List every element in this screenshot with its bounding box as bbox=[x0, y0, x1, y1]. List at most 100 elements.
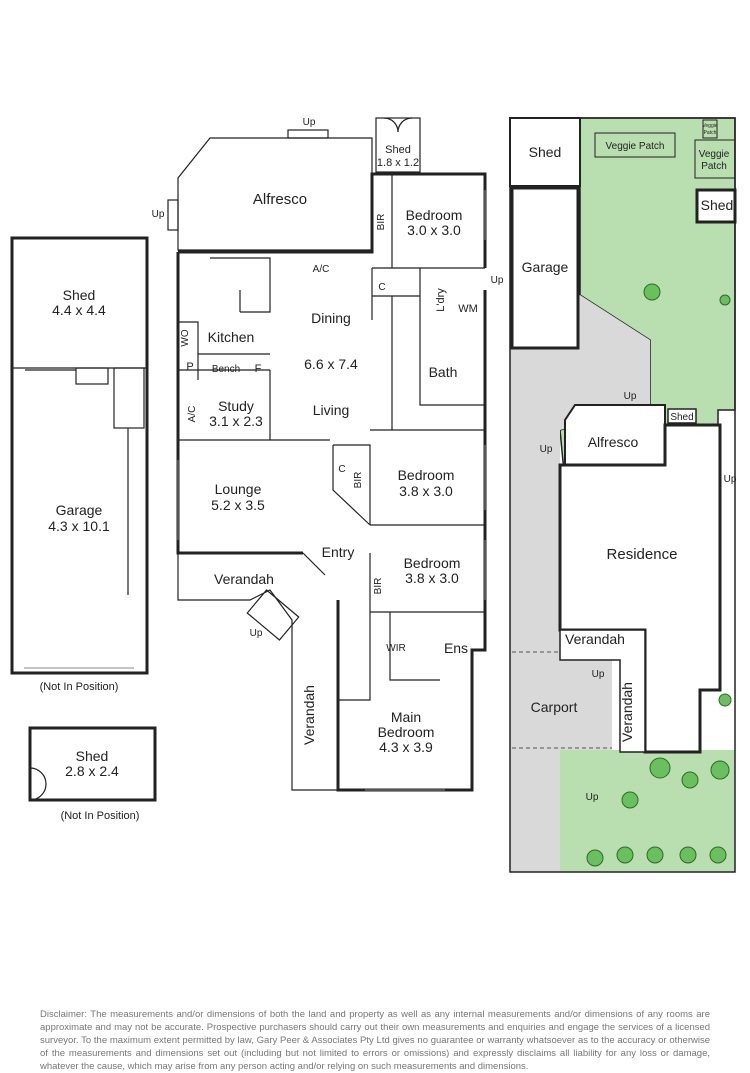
up-label-alfresco-top: Up bbox=[303, 117, 316, 128]
veggie-patch-bed-2 bbox=[694, 139, 736, 179]
study-label: Study bbox=[218, 398, 254, 414]
bedroom2-label: Bedroom bbox=[398, 467, 455, 483]
site-shed-tl-label: Shed bbox=[529, 144, 562, 160]
shed-door-arc-right bbox=[397, 117, 413, 133]
site-up-label-4: Up bbox=[592, 669, 605, 680]
detached-shed-label: Shed bbox=[76, 748, 109, 764]
main-bedroom-label: Main bbox=[391, 709, 421, 725]
bedroom2-dims: 3.8 x 3.0 bbox=[399, 483, 453, 499]
veggie-small-label-2: Patch bbox=[704, 130, 717, 136]
bir1-label: BIR bbox=[376, 214, 387, 231]
site-up-label-3: Up bbox=[724, 474, 737, 485]
tree bbox=[646, 846, 664, 864]
veggie-patch-small bbox=[702, 119, 718, 139]
bath-label: Bath bbox=[429, 364, 458, 380]
site-shed-small-label: Shed bbox=[670, 412, 693, 423]
up-label-alfresco-left: Up bbox=[152, 209, 165, 220]
bedroom1-label: Bedroom bbox=[406, 207, 463, 223]
site-verandah-vertical-label: Verandah bbox=[619, 682, 635, 742]
site-up-label-1: Up bbox=[624, 391, 637, 402]
site-up-label-2: Up bbox=[540, 444, 553, 455]
tree bbox=[710, 760, 730, 780]
floor-plan: Alfresco Shed 1.8 x 1.2 Bedroom 3.0 x 3.… bbox=[10, 117, 504, 822]
alfresco-step-left bbox=[167, 199, 179, 231]
dining-dims: 6.6 x 7.4 bbox=[304, 356, 358, 372]
entry-label: Entry bbox=[322, 544, 355, 560]
veggie-patch-label: Veggie Patch bbox=[606, 141, 665, 152]
veggie-patch-2-label-1: Veggie bbox=[699, 149, 730, 160]
detached-shed-dims: 2.8 x 2.4 bbox=[65, 763, 119, 779]
driveway-area bbox=[510, 295, 650, 872]
tree bbox=[649, 757, 671, 779]
bir3-label: BIR bbox=[373, 578, 384, 595]
verandah-outline bbox=[177, 552, 338, 791]
small-shed-dims: 1.8 x 1.2 bbox=[377, 157, 419, 169]
pantry-label: P bbox=[186, 361, 193, 373]
bedroom3-label: Bedroom bbox=[404, 555, 461, 571]
cupboard2-label: C bbox=[338, 464, 345, 475]
tree bbox=[616, 846, 634, 864]
garage-dims: 4.3 x 10.1 bbox=[48, 518, 110, 534]
bedroom1-dims: 3.0 x 3.0 bbox=[407, 222, 461, 238]
tree bbox=[718, 693, 732, 707]
veggie-patch-bed bbox=[594, 132, 676, 158]
bench-label: Bench bbox=[212, 364, 240, 375]
wm-label: WM bbox=[458, 303, 478, 315]
garage-not-in-position: (Not In Position) bbox=[40, 681, 119, 693]
wir-label: WIR bbox=[386, 643, 405, 654]
site-residence-label: Residence bbox=[607, 546, 678, 563]
kitchen-label: Kitchen bbox=[208, 329, 255, 345]
shed-door-arc-left bbox=[383, 117, 399, 133]
site-shed-small bbox=[667, 408, 697, 424]
tree bbox=[709, 846, 727, 864]
up-label-verandah: Up bbox=[250, 628, 263, 639]
cupboard1-label: C bbox=[378, 282, 385, 293]
site-verandah-label: Verandah bbox=[565, 631, 625, 647]
site-alfresco-label: Alfresco bbox=[588, 434, 639, 450]
wo-label: WO bbox=[180, 329, 191, 346]
detached-shed-not-in-position: (Not In Position) bbox=[61, 810, 140, 822]
verandah-label: Verandah bbox=[214, 571, 274, 587]
tree bbox=[681, 771, 699, 789]
laundry-label: L'dry bbox=[435, 288, 447, 312]
detached-shed-outline bbox=[28, 726, 157, 802]
lot-boundary bbox=[509, 117, 736, 873]
shed-large-label: Shed bbox=[63, 287, 96, 303]
alfresco-label: Alfresco bbox=[253, 191, 307, 208]
site-up-label-5: Up bbox=[586, 792, 599, 803]
detached-shed-doors bbox=[29, 767, 47, 801]
ensuite-label: Ens bbox=[444, 640, 468, 656]
up-label-laundry: Up bbox=[491, 275, 504, 286]
tree bbox=[719, 294, 731, 306]
garage-outline bbox=[10, 236, 149, 675]
main-bedroom-label-2: Bedroom bbox=[378, 724, 435, 740]
verandah-steps bbox=[246, 589, 300, 641]
alfresco-outline bbox=[177, 137, 373, 251]
site-garage-label: Garage bbox=[522, 259, 569, 275]
alfresco-step-top bbox=[287, 129, 329, 139]
bir2-label: BIR bbox=[353, 472, 364, 489]
shed-large-dims: 4.4 x 4.4 bbox=[52, 302, 106, 318]
bedroom3-dims: 3.8 x 3.0 bbox=[405, 570, 459, 586]
site-plan: Shed Veggie Patch Veggie Patch Veggie Pa… bbox=[509, 117, 737, 873]
veggie-patch-2-label-2: Patch bbox=[701, 161, 727, 172]
verandah-side-label: Verandah bbox=[301, 685, 317, 745]
fridge-label: F bbox=[255, 363, 262, 375]
veggie-small-label-1: Veggie bbox=[702, 123, 718, 129]
dining-label: Dining bbox=[311, 310, 351, 326]
garage-sink bbox=[75, 367, 109, 385]
site-shed-tr bbox=[695, 188, 737, 224]
ac-top-label: A/C bbox=[313, 264, 330, 275]
site-garage bbox=[510, 186, 580, 350]
study-dims: 3.1 x 2.3 bbox=[209, 413, 263, 429]
ac-study-label: A/C bbox=[187, 406, 198, 423]
disclaimer-text: Disclaimer: The measurements and/or dime… bbox=[40, 1009, 710, 1072]
site-verandah bbox=[559, 629, 646, 753]
site-shed-tl bbox=[509, 117, 581, 187]
lounge-label: Lounge bbox=[215, 481, 262, 497]
tree bbox=[643, 283, 661, 301]
site-carport-label: Carport bbox=[531, 699, 578, 715]
site-shed-tr-label: Shed bbox=[701, 197, 734, 213]
garage-label: Garage bbox=[56, 502, 103, 518]
